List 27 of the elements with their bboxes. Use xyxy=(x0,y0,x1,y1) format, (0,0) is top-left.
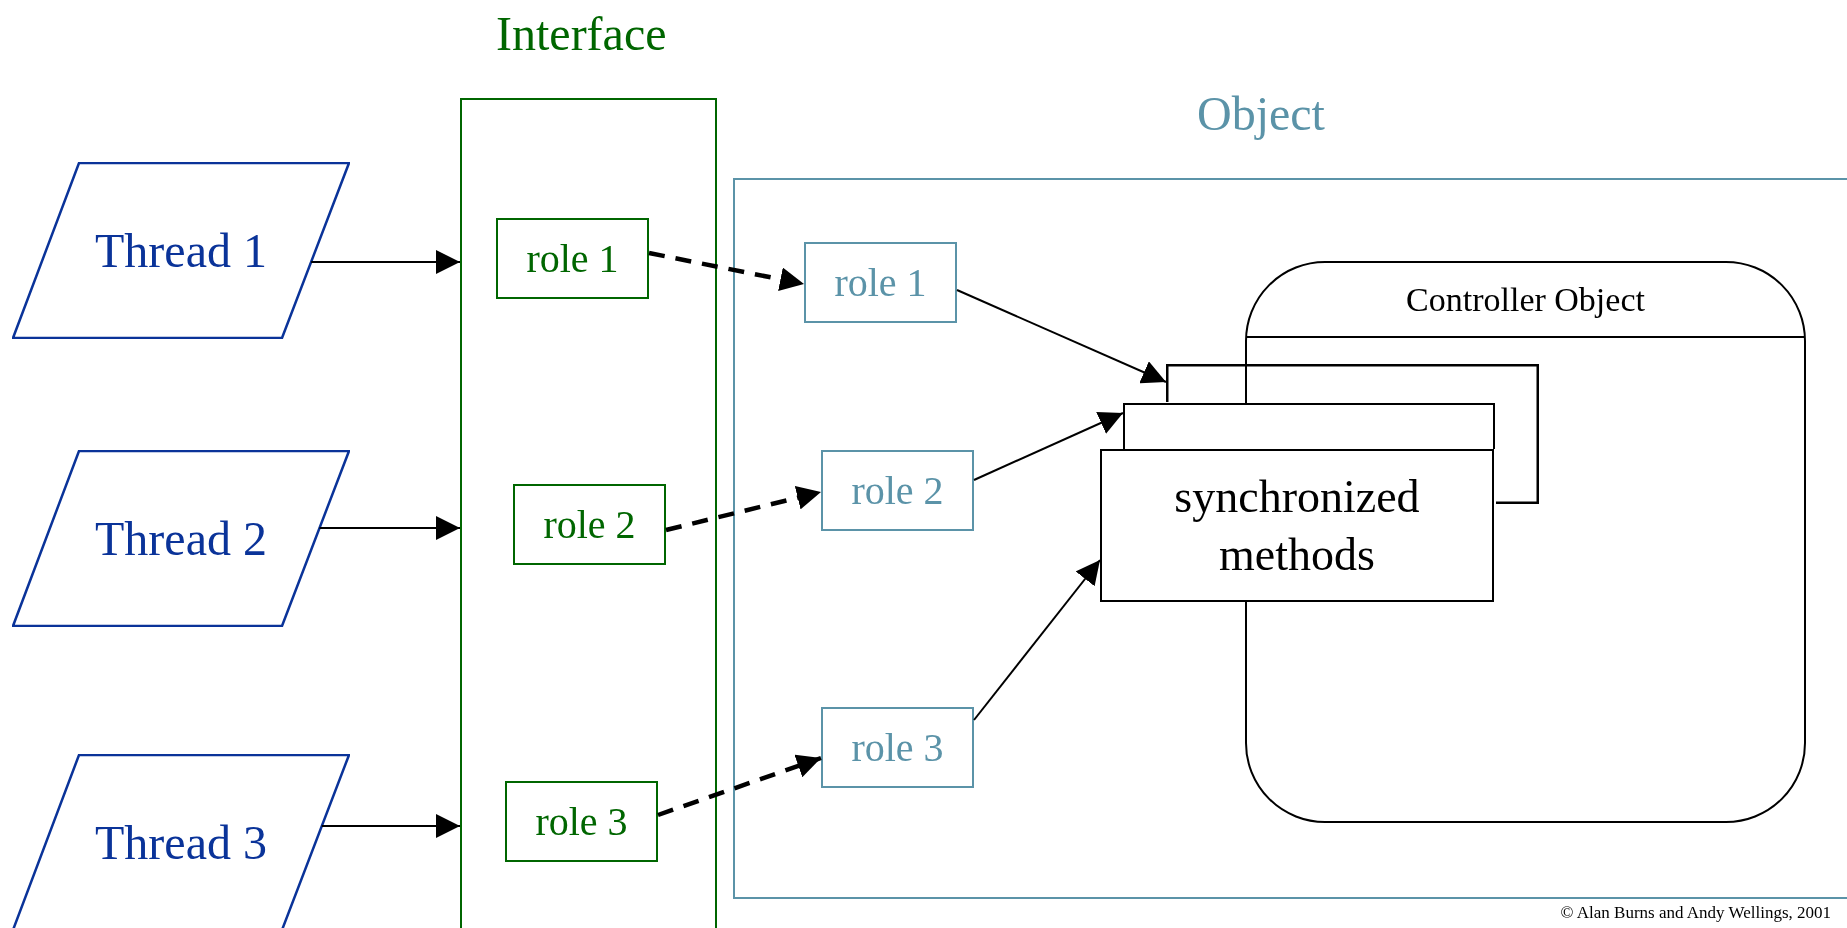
arrow xyxy=(973,411,1124,481)
arrow xyxy=(956,289,1167,384)
role-box: role 2 xyxy=(821,450,974,531)
role-box: role 1 xyxy=(496,218,649,299)
dashed-arrow xyxy=(648,250,805,292)
method-box: synchronized methods xyxy=(1100,449,1494,602)
stacked-box-edge xyxy=(1123,403,1495,449)
container-title: Interface xyxy=(496,10,667,58)
dashed-arrow xyxy=(665,486,822,533)
thread-parallelogram xyxy=(12,162,350,339)
arrow xyxy=(320,814,461,838)
arrow xyxy=(973,559,1101,721)
controller-title: Controller Object xyxy=(1406,280,1645,320)
thread-parallelogram xyxy=(12,450,350,627)
role-box: role 3 xyxy=(821,707,974,788)
thread-parallelogram xyxy=(12,754,350,928)
role-box: role 3 xyxy=(505,781,658,862)
role-box: role 2 xyxy=(513,484,666,565)
thread-label: Thread 2 xyxy=(95,510,267,567)
dashed-arrow xyxy=(657,754,822,818)
container-title: Object xyxy=(1197,90,1325,138)
thread-label: Thread 1 xyxy=(95,222,267,279)
arrow xyxy=(310,250,461,274)
copyright-note: © Alan Burns and Andy Wellings, 2001 xyxy=(1560,902,1831,924)
role-box: role 1 xyxy=(804,242,957,323)
arrow xyxy=(318,516,461,540)
thread-label: Thread 3 xyxy=(95,814,267,871)
